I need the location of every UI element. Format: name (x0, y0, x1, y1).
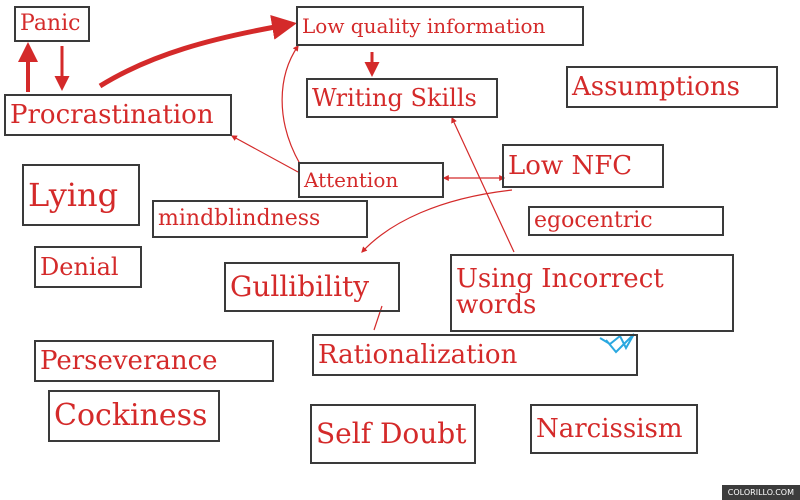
node-label: Using Incorrect words (456, 264, 664, 320)
node-denial: Denial (34, 246, 142, 288)
node-assumptions: Assumptions (566, 66, 778, 108)
edge-procrastination-to-low-quality-information (98, 15, 297, 89)
node-label: Perseverance (40, 346, 218, 376)
edge-attention-to-low-quality-information (281, 45, 301, 165)
node-panic: Panic (14, 6, 90, 42)
node-label: Rationalization (318, 340, 518, 370)
node-self-doubt: Self Doubt (310, 404, 476, 464)
node-procrastination: Procrastination (4, 94, 232, 136)
node-label: Gullibility (230, 270, 370, 303)
node-label: Attention (304, 168, 399, 192)
node-label: Panic (20, 11, 81, 36)
node-writing-skills: Writing Skills (306, 78, 498, 118)
node-label: Low quality information (302, 14, 546, 38)
node-label: Writing Skills (312, 84, 477, 112)
node-egocentric: egocentric (528, 206, 724, 236)
node-attention: Attention (298, 162, 444, 198)
blue-scribble (599, 333, 635, 354)
node-label: Assumptions (572, 72, 741, 102)
node-low-quality-information: Low quality information (296, 6, 584, 46)
node-narcissism: Narcissism (530, 404, 698, 454)
node-label: Narcissism (536, 414, 683, 444)
node-mindblindness: mindblindness (152, 200, 368, 238)
node-label: Denial (40, 253, 119, 281)
node-rationalization: Rationalization (312, 334, 638, 376)
node-perseverance: Perseverance (34, 340, 274, 382)
node-cockiness: Cockiness (48, 390, 220, 442)
node-label: Lying (28, 176, 119, 214)
watermark: COLORILLO.COM (721, 485, 800, 500)
edge-using-incorrect-words-to-writing-skills (451, 116, 515, 253)
node-low-nfc: Low NFC (502, 144, 664, 188)
node-lying: Lying (22, 164, 140, 226)
edge-attention-to-procrastination (230, 135, 299, 173)
node-label: Procrastination (10, 100, 214, 130)
node-label: egocentric (534, 208, 653, 233)
node-label: Cockiness (54, 398, 208, 433)
node-label: Self Doubt (316, 417, 467, 450)
edge-low-nfc-to-gullibility (361, 189, 513, 253)
node-using-incorrect-words: Using Incorrect words (450, 254, 734, 332)
node-label: Low NFC (508, 151, 633, 181)
node-gullibility: Gullibility (224, 262, 400, 312)
node-label: mindblindness (158, 206, 321, 231)
